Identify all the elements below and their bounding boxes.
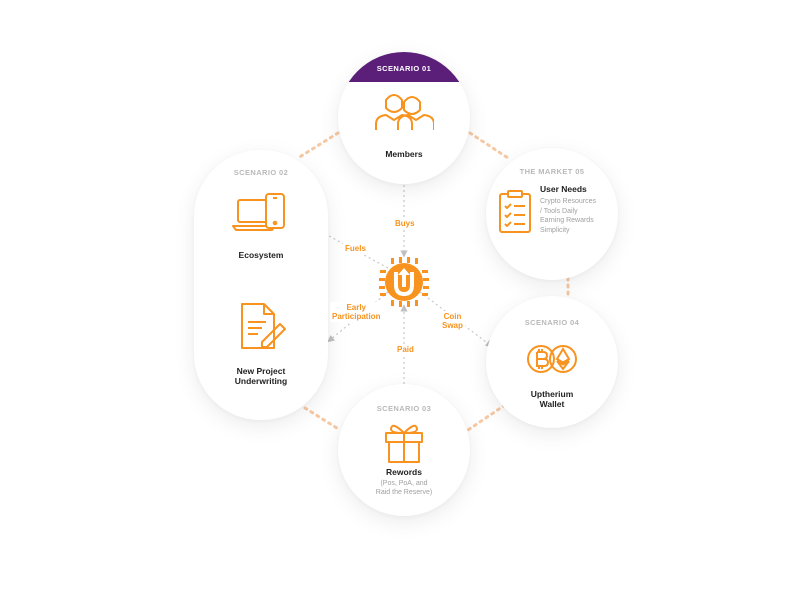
flow-coin-line1: Coin (443, 312, 462, 321)
market-05-heading: User Needs (540, 184, 587, 194)
scenario-03-detail-line2: Raid the Reserve) (375, 489, 433, 496)
scenario-04-name-line2: Wallet (539, 399, 565, 409)
new-project-label: New Project Underwriting (194, 366, 328, 386)
scenario-04-name-line1: Uptherium (530, 389, 574, 399)
scenario-04-card: SCENARIO 04 Uptherium Wallet (486, 296, 618, 428)
scenario-03-detail-line1: (Pos, PoA, and (380, 480, 428, 487)
scenario-02-title: SCENARIO 02 (233, 168, 289, 177)
market-05-card: THE MARKET 05 User Needs Crypto Resource… (486, 148, 618, 280)
connector-01-05 (468, 131, 510, 160)
new-project-line1: New Project (236, 366, 286, 376)
connector-01-02 (296, 131, 340, 160)
scenario-01-title: SCENARIO 01 (376, 64, 432, 73)
scenario-04-name: Uptherium Wallet (486, 389, 618, 409)
market-05-items: Crypto Resources / Tools Daily Earning R… (540, 197, 596, 235)
flow-coin-label: Coin Swap (440, 311, 465, 331)
flow-coin-line2: Swap (442, 321, 463, 330)
flow-early-line2: Participation (332, 312, 381, 321)
connector-04-03 (466, 403, 507, 432)
gift-box-icon (385, 424, 423, 463)
market-item: Simplicity (540, 226, 570, 234)
connector-02-03 (303, 406, 342, 432)
uptherium-logo-icon (379, 257, 429, 307)
scenario-03-detail: (Pos, PoA, and Raid the Reserve) (338, 479, 470, 497)
document-pen-icon (241, 303, 286, 349)
scenario-01-card: SCENARIO 01 Members (338, 52, 470, 184)
ecosystem-label: Ecosystem (238, 250, 284, 260)
members-icon (375, 94, 434, 130)
scenario-03-card: SCENARIO 03 Rewords (Pos, PoA, and Raid … (338, 384, 470, 516)
flow-paid-label: Paid (395, 344, 416, 355)
flow-buys-label: Buys (393, 218, 417, 229)
market-item: Earning Rewards (540, 217, 594, 224)
market-item: Crypto Resources (540, 198, 597, 205)
flow-early-label: Early Participation (330, 302, 383, 322)
scenario-03-name: Rewords (386, 467, 422, 477)
flow-fuels-line (314, 228, 389, 269)
scenario-02-card: SCENARIO 02 Ecosystem New Project (194, 150, 328, 420)
new-project-line2: Underwriting (234, 376, 288, 386)
scenario-04-title: SCENARIO 04 (524, 318, 580, 327)
market-05-title: THE MARKET 05 (519, 167, 585, 176)
flow-early-line1: Early (346, 303, 367, 312)
laptop-phone-icon (232, 193, 285, 231)
checklist-icon (499, 190, 531, 233)
bitcoin-ethereum-icon (527, 345, 577, 373)
scenario-01-header: SCENARIO 01 (338, 52, 470, 82)
market-item: / Tools Daily (540, 207, 578, 215)
scenario-03-title: SCENARIO 03 (376, 404, 432, 413)
scenario-01-name: Members (385, 149, 423, 159)
flow-fuels-label: Fuels (343, 243, 368, 254)
